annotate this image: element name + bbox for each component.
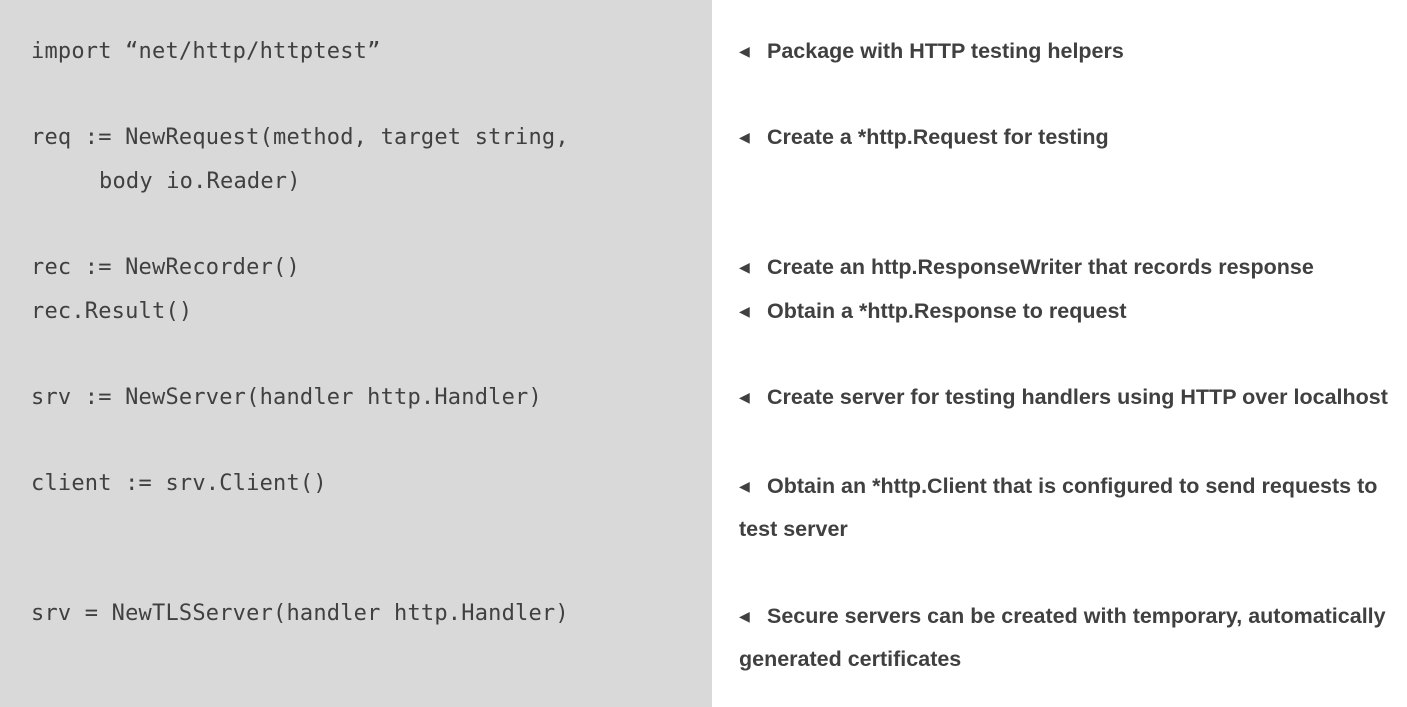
note-new-request: ◀ Create a *http.Request for testing — [739, 116, 1389, 159]
code-line-client: client := srv.Client() — [31, 471, 327, 496]
note-import-text: Package with HTTP testing helpers — [767, 39, 1124, 63]
note-new-server: ◀ Create server for testing handlers usin… — [739, 376, 1389, 419]
code-line-new-request-continued: body io.Reader) — [99, 169, 301, 194]
code-line-rec-result: rec.Result() — [31, 299, 193, 324]
code-line-new-tls-server: srv = NewTLSServer(handler http.Handler) — [31, 601, 569, 626]
code-line-new-server: srv := NewServer(handler http.Handler) — [31, 385, 542, 410]
arrow-left-icon: ◀ — [739, 389, 750, 405]
note-new-tls-server-text: Secure servers can be created with tempo… — [739, 604, 1386, 671]
code-line-new-request: req := NewRequest(method, target string, — [31, 125, 569, 150]
arrow-left-icon: ◀ — [739, 259, 750, 275]
note-rec-result-text: Obtain a *http.Response to request — [767, 299, 1127, 323]
note-client: ◀Obtain an *http.Client that is configur… — [739, 465, 1389, 551]
note-new-recorder-text: Create an http.ResponseWriter that recor… — [767, 255, 1314, 279]
note-rec-result: ◀ Obtain a *http.Response to request — [739, 290, 1389, 333]
note-new-recorder: ◀ Create an http.ResponseWriter that reco… — [739, 246, 1389, 289]
code-panel: import “net/http/httptest” req := NewReq… — [0, 0, 712, 707]
arrow-left-icon: ◀ — [739, 303, 750, 319]
note-client-text: Obtain an *http.Client that is configure… — [739, 474, 1378, 541]
note-import: ◀ Package with HTTP testing helpers — [739, 30, 1389, 73]
arrow-left-icon: ◀ — [739, 129, 750, 145]
note-new-server-text: Create server for testing handlers using… — [767, 385, 1388, 409]
arrow-left-icon: ◀ — [739, 478, 750, 494]
code-line-import: import “net/http/httptest” — [31, 39, 381, 64]
note-new-tls-server: ◀Secure servers can be created with temp… — [739, 595, 1389, 681]
note-new-request-text: Create a *http.Request for testing — [767, 125, 1109, 149]
notes-panel — [712, 0, 1407, 707]
code-line-new-recorder: rec := NewRecorder() — [31, 255, 300, 280]
arrow-left-icon: ◀ — [739, 43, 750, 59]
arrow-left-icon: ◀ — [739, 608, 750, 624]
